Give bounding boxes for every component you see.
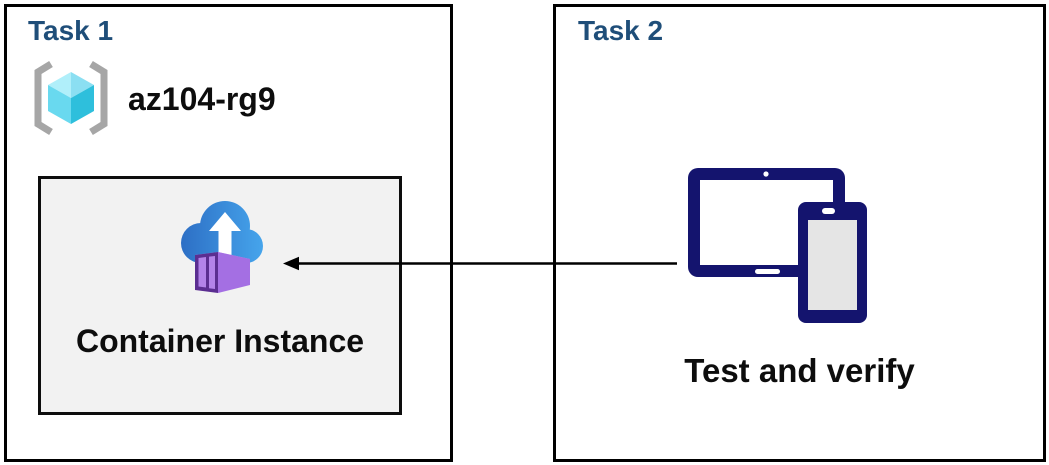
task2-box: Task 2 Test and verify xyxy=(553,4,1046,462)
container-instance-label: Container Instance xyxy=(75,323,365,359)
task2-title: Task 2 xyxy=(578,15,664,46)
container-instance-box: Container Instance xyxy=(38,176,402,415)
connector-arrow xyxy=(283,256,677,271)
container-instance-icon xyxy=(181,201,263,293)
task1-title: Task 1 xyxy=(28,15,114,46)
test-verify-label: Test and verify xyxy=(684,352,915,389)
task1-box: Task 1 az104-rg9 xyxy=(4,4,453,462)
resource-group-icon xyxy=(34,61,108,135)
resource-group-name: az104-rg9 xyxy=(128,81,276,117)
devices-icon xyxy=(688,168,867,323)
